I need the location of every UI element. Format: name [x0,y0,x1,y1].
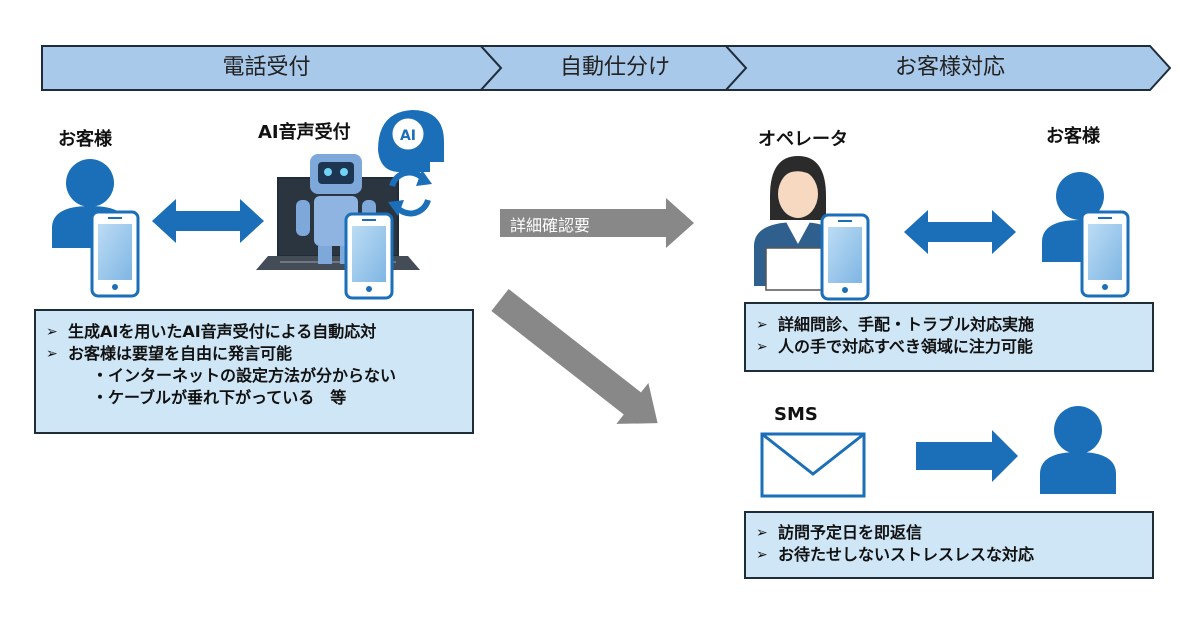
detail-route-arrow [500,198,694,248]
right-customer-label: お客様 [1046,126,1100,147]
operator-bullet-item: ➢人の手で対応すべき領域に注力可能 [756,337,1033,356]
sms-info-box: ➢訪問予定日を即返信 ➢お待たせしないストレスレスな対応 [744,511,1154,579]
ai-phone-icon [344,212,394,300]
sms-arrow [916,430,1018,482]
ai-reception-label: AI音声受付 [258,122,351,143]
bullet-icon: ➢ [756,317,768,333]
right-customer-phone-icon [1080,210,1130,298]
stage-label-customer: お客様対応 [894,55,1005,80]
stage-label-sort: 自動仕分け [559,55,670,80]
bullet-icon: ➢ [756,339,768,355]
immediate-route-arrow [491,288,658,424]
envelope-icon [760,432,866,498]
stage-label-phone: 電話受付 [222,55,311,80]
bullet-icon: ➢ [756,525,768,541]
ai-bullet-item: ➢生成AIを用いたAI音声受付による自動応対 [46,322,377,341]
ai-sub-item: ・ケーブルが垂れ下がっている 等 [92,388,347,407]
right-double-arrow [904,210,1016,254]
sms-bullet-item: ➢訪問予定日を即返信 [756,523,923,542]
operator-info-box: ➢詳細問診、手配・トラブル対応実施 ➢人の手で対応すべき領域に注力可能 [744,302,1154,372]
ai-reception-info-box: ➢生成AIを用いたAI音声受付による自動応対 ➢お客様は要望を自由に発言可能 ・… [34,309,474,434]
left-customer-label: お客様 [58,129,112,150]
bullet-icon: ➢ [756,547,768,563]
bullet-icon: ➢ [46,324,58,340]
sms-bullet-item: ➢お待たせしないストレスレスな対応 [756,545,1035,564]
detail-route-label: 詳細確認要 [510,216,591,235]
operator-label: オペレータ [758,129,848,150]
ai-sub-item: ・インターネットの設定方法が分からない [92,366,397,385]
ai-badge-text: AI [400,128,416,144]
ai-head-icon [378,110,444,172]
refresh-icon [388,169,432,217]
stage-customer-chevron [723,45,1172,91]
operator-phone-icon [820,213,870,301]
bullet-icon: ➢ [46,346,58,362]
operator-icon [754,156,840,291]
sms-customer-person-icon [1040,406,1116,494]
customer-phone-icon [90,210,140,298]
operator-bullet-item: ➢詳細問診、手配・トラブル対応実施 [756,315,1035,334]
ai-bullet-item: ➢お客様は要望を自由に発言可能 [46,344,293,363]
left-double-arrow [152,199,264,243]
sms-label: SMS [774,404,818,425]
